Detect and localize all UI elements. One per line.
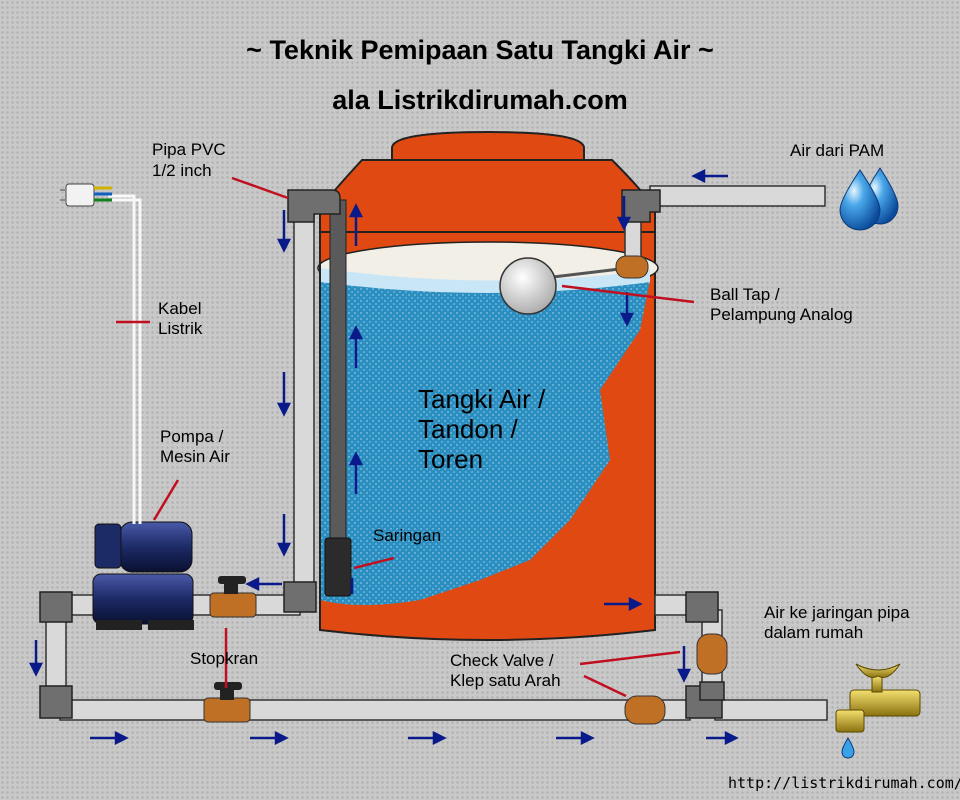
stopkran-valves (203, 576, 257, 723)
leader-lines (116, 176, 695, 698)
label-saringan: Saringan (373, 526, 442, 545)
label-pipa-pvc-1: Pipa PVC (152, 140, 226, 159)
diagram-title: ~ Teknik Pemipaan Satu Tangki Air ~ (246, 35, 714, 65)
faucet-icon (835, 663, 921, 759)
pump (92, 521, 194, 630)
label-pompa-2: Mesin Air (160, 447, 230, 466)
label-stopkran: Stopkran (190, 649, 259, 668)
tank-lid-top (391, 130, 585, 161)
tank-lid (319, 159, 656, 233)
label-pipa-pvc-2: 1/2 inch (152, 161, 212, 180)
flow-arrows (28, 168, 739, 746)
label-check-valve-2: Klep satu Arah (450, 671, 561, 690)
ball-tap-valve (615, 255, 649, 279)
label-kabel-1: Kabel (158, 299, 202, 318)
pipe-elbows (39, 189, 725, 719)
label-tank-3: Toren (418, 444, 484, 474)
water-drops-icon (839, 167, 899, 231)
saringan-filter (324, 537, 352, 597)
float-ball (499, 257, 557, 315)
label-air-dari-pam: Air dari PAM (790, 141, 885, 160)
label-air-rumah-1: Air ke jaringan pipa (764, 603, 910, 622)
plug-icon (60, 183, 112, 207)
diagram-subtitle: ala Listrikdirumah.com (332, 85, 628, 115)
water-tank (317, 130, 659, 641)
label-ball-tap-1: Ball Tap / (710, 285, 780, 304)
tank-water (320, 280, 650, 605)
label-kabel-2: Listrik (158, 319, 203, 338)
ball-tap (499, 255, 649, 315)
label-check-valve-1: Check Valve / (450, 651, 554, 670)
label-tank-2: Tandon / (418, 414, 518, 444)
label-tank-1: Tangki Air / (418, 384, 546, 414)
source-url: http://listrikdirumah.com/ (728, 774, 960, 792)
check-valves (624, 633, 728, 725)
suction-pipe-inside (329, 199, 347, 561)
label-pompa-1: Pompa / (160, 427, 224, 446)
cable (108, 194, 142, 524)
label-air-rumah-2: dalam rumah (764, 623, 864, 642)
label-ball-tap-2: Pelampung Analog (710, 305, 853, 324)
